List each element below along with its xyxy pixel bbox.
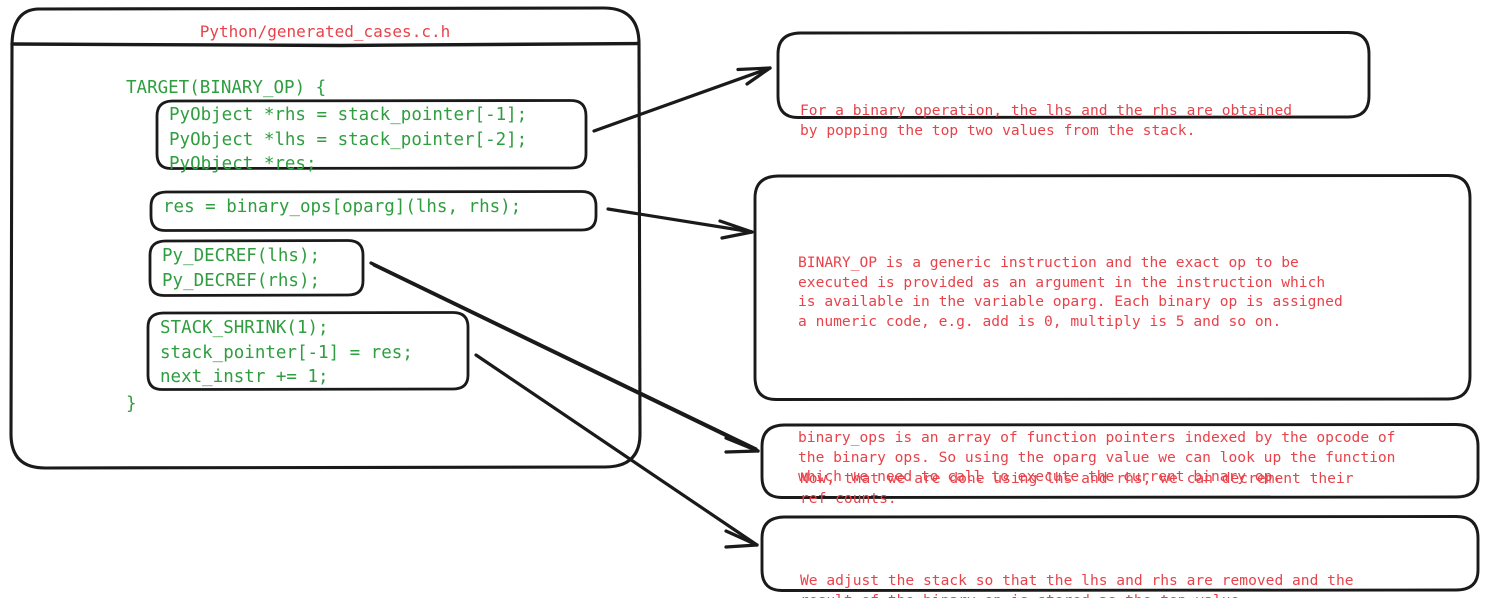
note-binary-op-generic: BINARY_OP is a generic instruction and t… [798, 214, 1458, 526]
code-block-decref: Py_DECREF(lhs); Py_DECREF(rhs); [162, 246, 321, 291]
code-block-binary-ops: res = binary_ops[oparg](lhs, rhs); [163, 197, 522, 217]
note-paragraph: For a binary operation, the lhs and the … [800, 102, 1293, 139]
note-paragraph: BINARY_OP is a generic instruction and t… [798, 254, 1343, 330]
code-block-stack-pop: PyObject *rhs = stack_pointer[-1]; PyObj… [169, 105, 528, 174]
note-adjust-stack: We adjust the stack so that the lhs and … [800, 532, 1460, 598]
file-window: Python/generated_cases.c.h [10, 8, 640, 468]
note-paragraph: Now, that we are done using lhs and rhs,… [800, 470, 1354, 507]
file-title: Python/generated_cases.c.h [199, 22, 451, 41]
note-paragraph: binary_ops is an array of function point… [798, 429, 1396, 485]
code-open-line: TARGET(BINARY_OP) { [126, 78, 327, 98]
code-block-stack-adjust: STACK_SHRINK(1); stack_pointer[-1] = res… [160, 318, 413, 387]
note-decrement-refcounts: Now, that we are done using lhs and rhs,… [800, 430, 1460, 547]
note-pop-values: For a binary operation, the lhs and the … [800, 62, 1360, 179]
note-paragraph: We adjust the stack so that the lhs and … [800, 572, 1354, 598]
code-close-line: } [126, 394, 137, 414]
paragraph-gap [798, 370, 1458, 389]
